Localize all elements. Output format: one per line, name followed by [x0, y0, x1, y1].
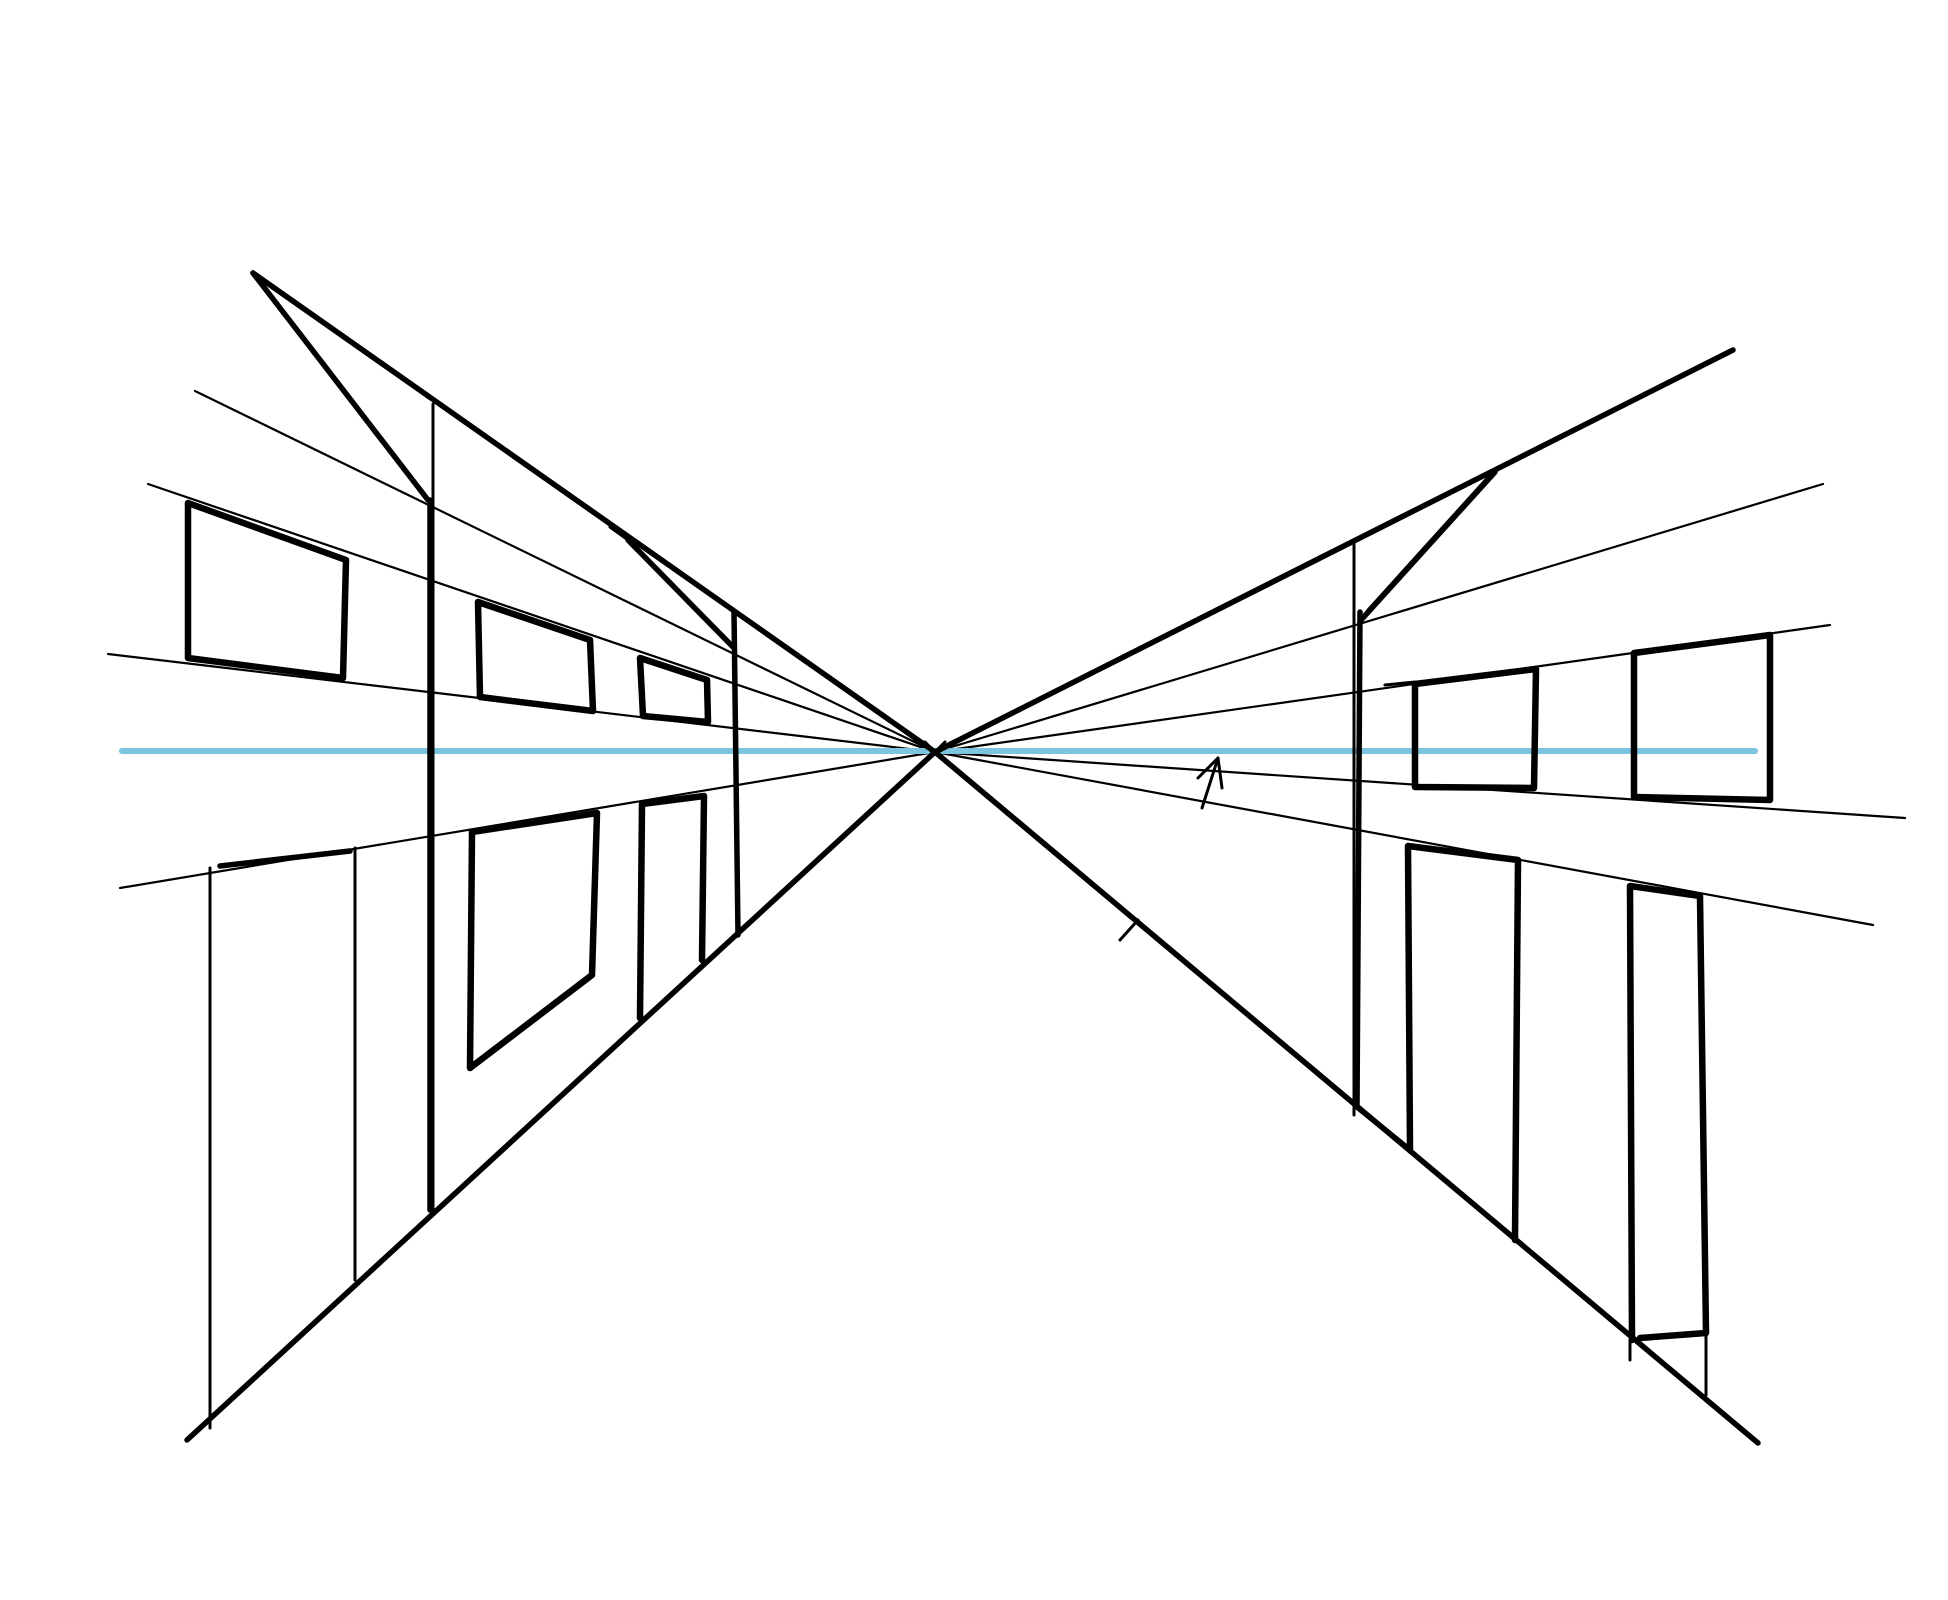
left-building-back-edge — [731, 609, 741, 938]
vanishing-point-mark-b — [923, 740, 947, 764]
left-roof-slope — [250, 270, 431, 503]
annotation-marks — [1118, 756, 1224, 942]
left-building-top — [217, 848, 353, 869]
left-window-1 — [184, 499, 350, 682]
left-buildings — [184, 402, 741, 1430]
right-window-1 — [1411, 665, 1540, 792]
right-roof-slope-thin — [1366, 473, 1492, 612]
right-building-corner — [1354, 609, 1363, 1110]
right-roof-line — [932, 347, 1736, 755]
guide-line-right-top — [933, 482, 1825, 754]
left-window-2 — [474, 598, 597, 715]
left-ground-line — [184, 749, 938, 1443]
left-building-back-roof — [625, 537, 737, 651]
left-building-back-roof-stub — [608, 525, 630, 542]
right-buildings — [1352, 469, 1774, 1397]
left-door-2 — [636, 792, 708, 1022]
guide-line-left-lower — [118, 750, 937, 890]
main-lines — [184, 270, 1761, 1446]
left-door-1 — [466, 809, 601, 1072]
arrow-shaft — [1200, 756, 1220, 810]
right-ground-line — [932, 749, 1761, 1446]
left-window-3 — [636, 654, 712, 726]
right-door-2 — [1626, 882, 1710, 1344]
guide-line-left-top — [193, 389, 937, 754]
right-building-base — [1354, 1104, 1413, 1153]
ground-tick — [1118, 918, 1140, 942]
guide-line-right-lower — [933, 750, 1875, 927]
guide-line-left-upper — [146, 482, 937, 754]
right-window-2 — [1630, 631, 1774, 804]
left-roof-line — [250, 270, 938, 755]
arrow-head — [1196, 756, 1224, 790]
right-door-1 — [1404, 842, 1522, 1244]
right-window-ledge — [1383, 680, 1417, 687]
right-roof-slope — [1358, 469, 1498, 623]
